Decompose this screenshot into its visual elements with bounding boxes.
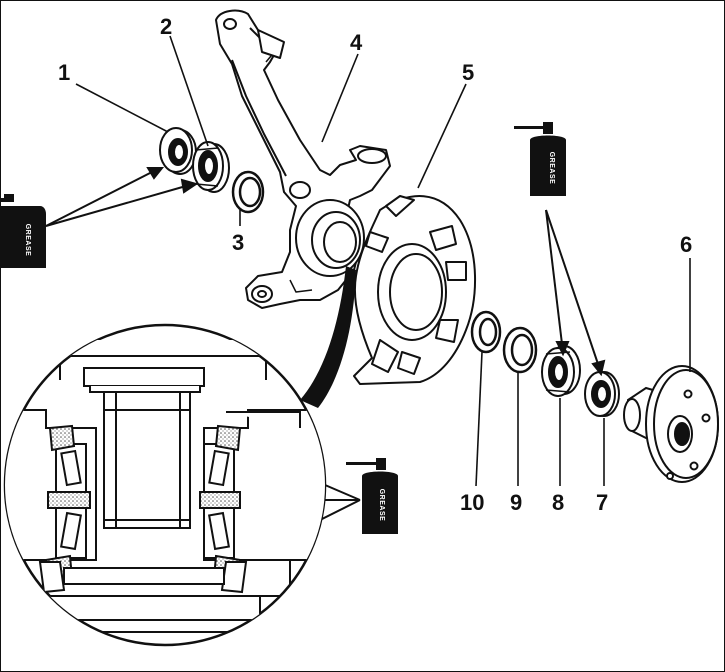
callout-6: 6 [680,232,692,257]
race-ring-9 [502,326,538,374]
race-ring-3 [231,170,265,214]
callout-3: 3 [232,230,244,255]
grease-can-top-icon: GREASE [514,122,566,196]
callout-7: 7 [596,490,608,515]
wheel-hub [623,365,719,483]
inner-seal-7 [584,371,620,417]
grease-arrows-right [545,209,606,377]
outer-seal [159,127,197,175]
brake-splash-shield [353,195,477,385]
inner-seal-10 [470,310,502,354]
detail-connector [300,266,356,408]
callout-1: 1 [58,60,70,85]
callout-5: 5 [462,60,474,85]
grease-can-top-label: GREASE [548,152,555,185]
outer-bearing [192,141,230,193]
steering-knuckle [215,9,391,309]
callout-leaders [75,35,691,487]
callout-4: 4 [350,30,363,55]
grease-can-lower-label: GREASE [378,489,385,522]
cross-section-detail [3,323,327,647]
grease-arrows-left [45,167,199,227]
callout-numbers: 1 2 3 4 5 6 7 8 9 10 [58,14,692,515]
callout-2: 2 [160,14,172,39]
grease-can-left-label: GREASE [24,224,31,257]
callout-9: 9 [510,490,522,515]
grease-can-lower-icon: GREASE [346,458,398,534]
inner-bearing-8 [541,345,581,397]
callout-10: 10 [460,490,484,515]
callout-8: 8 [552,490,564,515]
grease-can-left-icon: GREASE [0,194,46,268]
